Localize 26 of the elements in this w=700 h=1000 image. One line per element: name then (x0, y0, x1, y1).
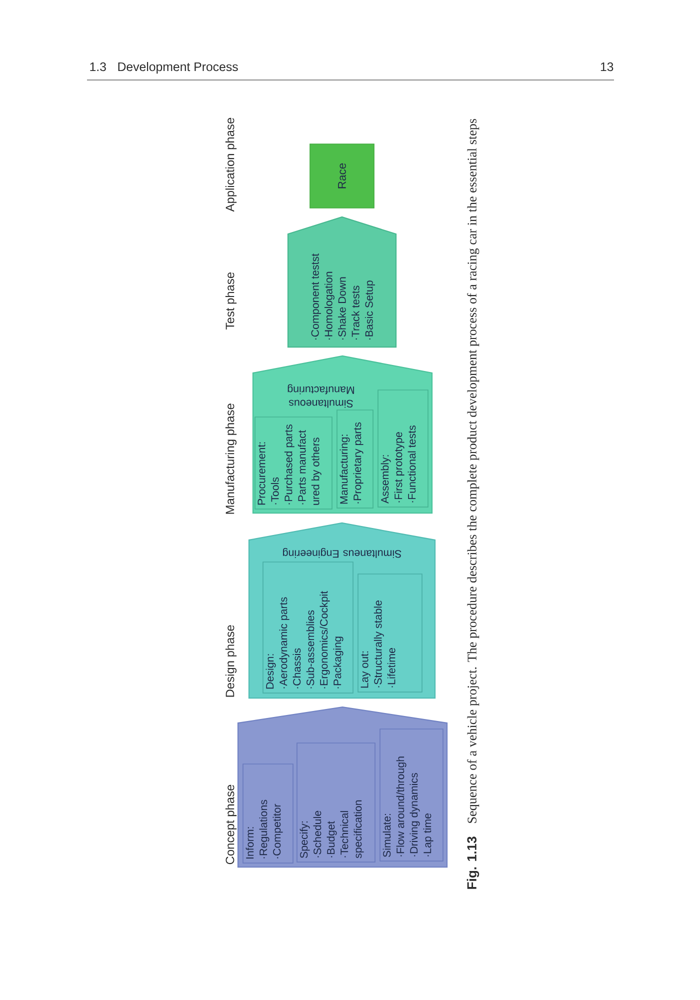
node-label: ·Shake Down (338, 277, 346, 340)
running-head: Development Process (118, 62, 238, 74)
figure-caption: Fig. 1.13 Sequence of a vehicle project. The procedure describes the complete product development process of a racing car in the essential steps (466, 118, 480, 889)
section-label: Simultaneous Manufacturing (288, 384, 354, 408)
phase-heading: Concept phase (225, 784, 237, 864)
node-label: ·Component testst (311, 254, 321, 340)
phase-heading: Test phase (225, 272, 237, 330)
phase-heading: Application phase (225, 118, 237, 212)
bullet-list: ·Component testst ·Homologation ·Shake Down ·Track tests ·Basic Setup (311, 254, 375, 340)
list-box: Simulate: ·Flow around/through ·Driving dynamics ·Lap time (380, 728, 444, 862)
process-box: Race (310, 144, 374, 208)
node-label: ·Basic Setup (365, 280, 375, 340)
phase-heading: Design phase (225, 625, 237, 697)
node-label: ·Homologation (324, 272, 334, 340)
list-box: Inform: ·Regulations ·Competitor (242, 764, 294, 864)
list-box: Procurement: ·Tools ·Purchased parts ·Parts manufact ured by others (254, 416, 332, 510)
section-label: Simultaneus Engineering (283, 548, 402, 558)
phase-heading: Manufacturing phase (225, 404, 237, 514)
node-label: ·Track tests (352, 286, 360, 340)
list-box: Specify: ·Schedule ·Budget ·Technical specification (296, 742, 376, 862)
list-box: Manufacturing: ·Proprietary parts (336, 410, 374, 508)
page-number: 13 (600, 62, 614, 72)
list-box: Assembly: ·First prototype ·Functional tests (378, 390, 428, 508)
list-box: Lay out: ·Structurally stable ·Lifetime (358, 574, 422, 692)
list-box: Design: ·Aerodynamic parts ·Chassis ·Sub-assemblies ·Ergonomics/Cockpit ·Packaging (262, 562, 354, 694)
section-number: 1.3 (90, 62, 106, 72)
